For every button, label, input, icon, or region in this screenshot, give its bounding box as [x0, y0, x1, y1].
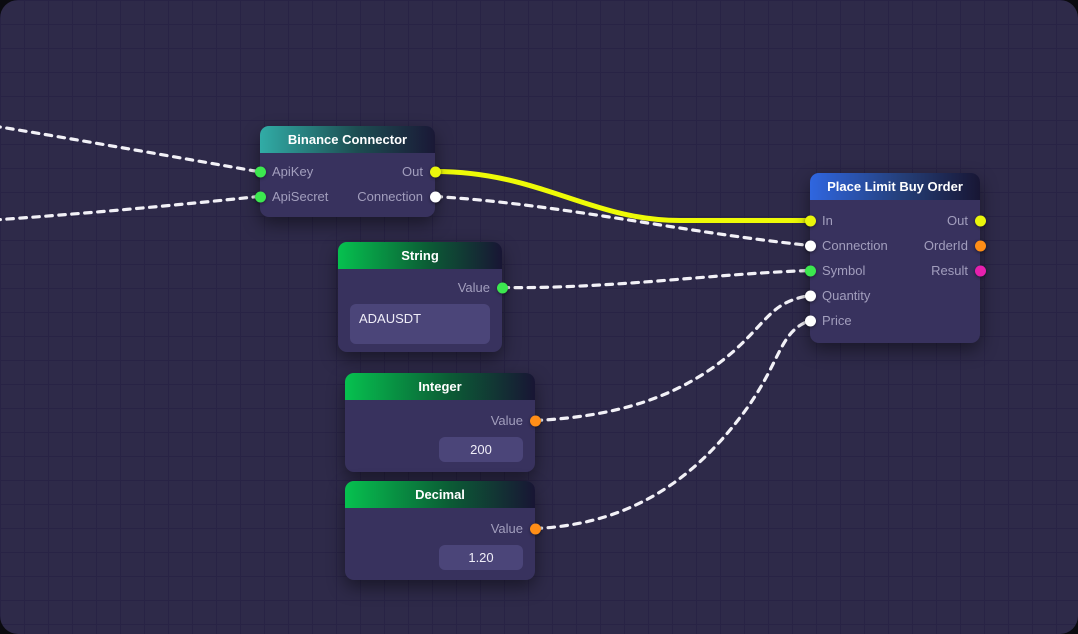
node-place-limit-buy-order[interactable]: Place Limit Buy Order In Out Connection …: [804, 173, 986, 343]
port-label-symbol: Symbol: [822, 263, 866, 278]
node-binance-connector[interactable]: Binance Connector ApiKey Out ApiSecret C…: [254, 126, 441, 217]
port-label-value: Value: [490, 521, 523, 536]
wire-quantity[interactable]: [533, 293, 812, 423]
wire-connection[interactable]: [433, 194, 812, 248]
port-decimal-value[interactable]: [529, 523, 541, 534]
port-price[interactable]: [804, 315, 816, 326]
port-quantity[interactable]: [804, 290, 816, 301]
port-label-quantity: Quantity: [822, 288, 871, 303]
decimal-value-input[interactable]: 1.20: [439, 545, 523, 570]
node-header[interactable]: Integer: [345, 373, 535, 400]
port-row: Quantity: [804, 283, 968, 308]
node-header[interactable]: Place Limit Buy Order: [810, 173, 980, 200]
wire-price[interactable]: [533, 318, 812, 531]
node-string[interactable]: String Value ADAUSDT: [338, 242, 508, 352]
port-label-out: Out: [402, 164, 423, 179]
port-label-out: Out: [947, 213, 968, 228]
string-value-input[interactable]: ADAUSDT: [350, 304, 490, 344]
node-title: Binance Connector: [287, 132, 408, 147]
node-header[interactable]: Decimal: [345, 481, 535, 508]
port-row: ApiKey Out: [254, 159, 441, 184]
port-apikey[interactable]: [254, 166, 266, 177]
node-decimal[interactable]: Decimal Value 1.20: [345, 481, 541, 580]
port-orderid[interactable]: [974, 240, 986, 251]
wire-symbol[interactable]: [500, 268, 812, 290]
port-label-value: Value: [457, 280, 490, 295]
port-label-price: Price: [822, 313, 852, 328]
port-row: Value: [357, 516, 541, 541]
node-header[interactable]: String: [338, 242, 502, 269]
port-row: ApiSecret Connection: [254, 184, 441, 209]
node-integer[interactable]: Integer Value 200: [345, 373, 541, 472]
integer-value-input[interactable]: 200: [439, 437, 523, 462]
port-row: Connection OrderId: [804, 233, 986, 258]
port-label-apisecret: ApiSecret: [272, 189, 329, 204]
port-in[interactable]: [804, 215, 816, 226]
node-title: Place Limit Buy Order: [827, 179, 963, 194]
port-connection[interactable]: [804, 240, 816, 251]
wire-apikey[interactable]: [0, 125, 260, 174]
port-row: Symbol Result: [804, 258, 986, 283]
port-row: Price: [804, 308, 968, 333]
node-title: String: [401, 248, 439, 263]
node-title: Decimal: [415, 487, 465, 502]
port-row: In Out: [804, 208, 986, 233]
port-apisecret[interactable]: [254, 191, 266, 202]
port-row: Value: [350, 275, 508, 300]
port-connection-out[interactable]: [429, 191, 441, 202]
port-label-connection: Connection: [822, 238, 888, 253]
port-label-apikey: ApiKey: [272, 164, 314, 179]
port-label-result: Result: [931, 263, 968, 278]
wire-out-to-in[interactable]: [432, 169, 813, 224]
port-label-in: In: [822, 213, 833, 228]
port-string-value[interactable]: [496, 282, 508, 293]
port-symbol[interactable]: [804, 265, 816, 276]
wire-apisecret[interactable]: [0, 194, 260, 222]
node-header[interactable]: Binance Connector: [260, 126, 435, 153]
port-out[interactable]: [429, 166, 441, 177]
port-label-orderid: OrderId: [923, 238, 968, 253]
port-row: Value: [357, 408, 541, 433]
port-label-value: Value: [490, 413, 523, 428]
port-label-connection: Connection: [357, 189, 423, 204]
port-out[interactable]: [974, 215, 986, 226]
port-integer-value[interactable]: [529, 415, 541, 426]
port-result[interactable]: [974, 265, 986, 276]
node-title: Integer: [418, 379, 462, 394]
